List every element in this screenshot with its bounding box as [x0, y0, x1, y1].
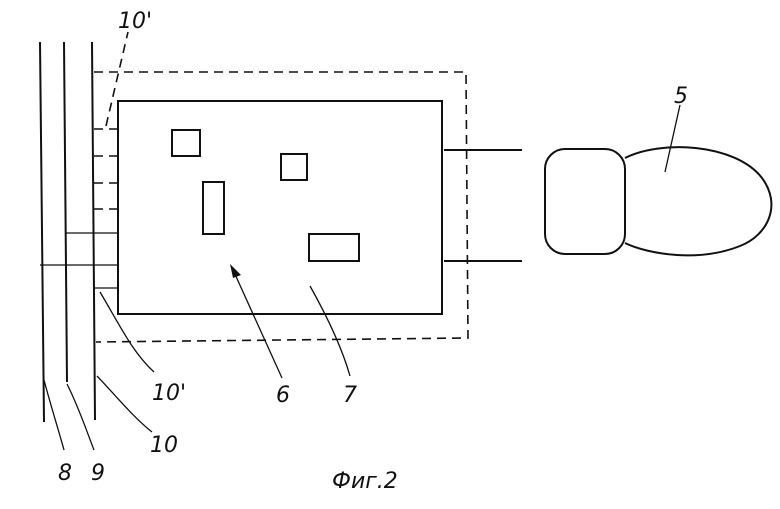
figure-caption: Фиг.2	[332, 469, 398, 494]
component-horizontal-bar	[309, 234, 359, 261]
label-10-prime-top: 10'	[118, 9, 152, 34]
label-6: 6	[276, 383, 290, 408]
label-7: 7	[343, 383, 357, 408]
label-8: 8	[58, 461, 72, 486]
dashed-housing	[94, 72, 468, 342]
leader-5	[665, 105, 680, 172]
arrowhead-6	[230, 264, 241, 278]
label-10-prime-bottom: 10'	[152, 381, 186, 406]
leader-7	[310, 286, 350, 376]
leader-9	[67, 384, 94, 450]
label-9: 9	[91, 461, 105, 486]
block-7	[118, 101, 442, 314]
layer-8-line	[40, 42, 44, 422]
leader-6	[234, 272, 282, 378]
component-vertical-bar	[203, 182, 224, 234]
leader-10-prime-bottom	[100, 292, 154, 372]
component-square-center	[281, 154, 307, 180]
layer-10-line	[92, 42, 95, 420]
leader-8	[44, 380, 64, 450]
component-square-top-left	[172, 130, 200, 156]
leader-10	[97, 376, 152, 432]
layer-9-line	[64, 42, 67, 382]
device-5-base	[545, 149, 625, 254]
device-5-bulb	[625, 147, 771, 255]
label-10: 10	[150, 433, 178, 458]
label-5: 5	[674, 84, 688, 109]
